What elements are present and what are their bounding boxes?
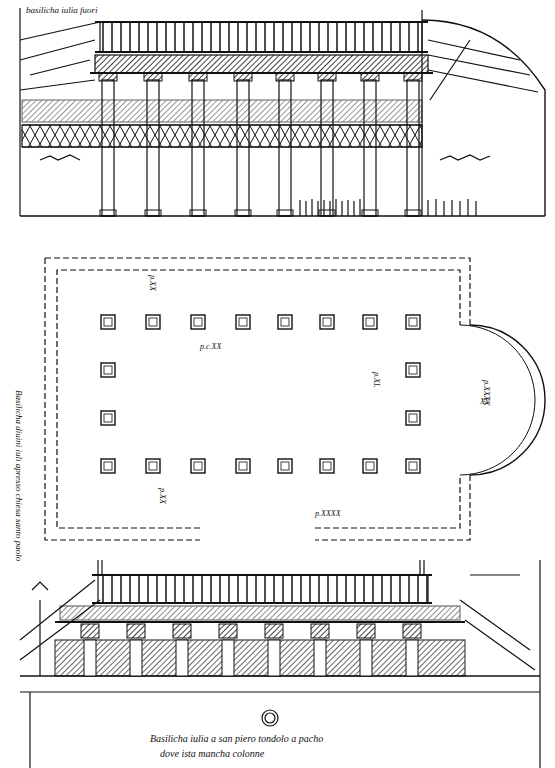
handwritten-note: Basilicha diuini iuli apresso chiesa san… xyxy=(13,390,23,561)
pier-core xyxy=(104,366,112,374)
handwritten-note: dove ista mancha colonne xyxy=(160,748,264,759)
pier xyxy=(191,315,205,329)
pilaster xyxy=(176,640,188,676)
pier xyxy=(406,315,420,329)
pier-core xyxy=(323,462,331,470)
column xyxy=(102,80,114,216)
pier xyxy=(363,459,377,473)
pier-core xyxy=(194,462,202,470)
column-base xyxy=(100,210,116,216)
column-base xyxy=(405,210,421,216)
handwritten-note: p.c.XX xyxy=(200,343,221,352)
column-base xyxy=(362,210,378,216)
handwritten-note: basilicha iulia fuori xyxy=(26,6,98,16)
pier xyxy=(146,315,160,329)
pier-core xyxy=(104,462,112,470)
pier-core xyxy=(194,318,202,326)
pilaster xyxy=(222,640,234,676)
pier-core xyxy=(409,462,417,470)
pier-core xyxy=(409,318,417,326)
pier xyxy=(320,315,334,329)
column xyxy=(321,80,333,216)
capital xyxy=(219,624,237,638)
pier xyxy=(101,363,115,377)
capital xyxy=(173,624,191,638)
capital xyxy=(234,73,252,81)
pier xyxy=(146,459,160,473)
pier xyxy=(406,459,420,473)
pier-core xyxy=(409,366,417,374)
pier xyxy=(236,315,250,329)
pier-core xyxy=(366,318,374,326)
pilaster xyxy=(84,640,96,676)
pier xyxy=(278,315,292,329)
column xyxy=(279,80,291,216)
pilaster xyxy=(360,640,372,676)
capital xyxy=(311,624,329,638)
pier-core xyxy=(366,462,374,470)
pier xyxy=(406,363,420,377)
capital xyxy=(276,73,294,81)
capital xyxy=(403,624,421,638)
capital xyxy=(189,73,207,81)
pier xyxy=(236,459,250,473)
column-base xyxy=(277,210,293,216)
pier xyxy=(101,315,115,329)
column xyxy=(237,80,249,216)
pier-core xyxy=(149,318,157,326)
capital xyxy=(99,73,117,81)
pier xyxy=(101,459,115,473)
column-base xyxy=(319,210,335,216)
handwritten-note: p.XX xyxy=(147,275,156,291)
pilaster xyxy=(268,640,280,676)
column-base xyxy=(145,210,161,216)
handwritten-note: Basilicha iulia a san piero tondolo a pa… xyxy=(150,733,323,744)
capital xyxy=(81,624,99,638)
pier-core xyxy=(149,462,157,470)
capital xyxy=(127,624,145,638)
pier-core xyxy=(281,318,289,326)
handwritten-note: p.XX xyxy=(157,488,166,504)
pier-core xyxy=(409,414,417,422)
capital xyxy=(357,624,375,638)
capital xyxy=(404,73,422,81)
column xyxy=(147,80,159,216)
pier-core xyxy=(104,318,112,326)
capital xyxy=(361,73,379,81)
capital xyxy=(144,73,162,81)
handwritten-note: XV xyxy=(480,398,490,407)
column-base xyxy=(235,210,251,216)
pier xyxy=(191,459,205,473)
column xyxy=(407,80,419,216)
pier-core xyxy=(104,414,112,422)
pilaster xyxy=(406,640,418,676)
pilaster xyxy=(130,640,142,676)
pier xyxy=(320,459,334,473)
pier xyxy=(278,459,292,473)
pier xyxy=(406,411,420,425)
pier-core xyxy=(281,462,289,470)
column xyxy=(364,80,376,216)
capital xyxy=(265,624,283,638)
pier xyxy=(101,411,115,425)
pier-core xyxy=(323,318,331,326)
capital xyxy=(318,73,336,81)
column xyxy=(192,80,204,216)
handwritten-note: p.XL xyxy=(371,372,380,387)
pier-core xyxy=(239,318,247,326)
column-base xyxy=(190,210,206,216)
pier xyxy=(363,315,377,329)
pier-core xyxy=(239,462,247,470)
handwritten-note: p.XXXX xyxy=(315,510,341,519)
pilaster xyxy=(314,640,326,676)
